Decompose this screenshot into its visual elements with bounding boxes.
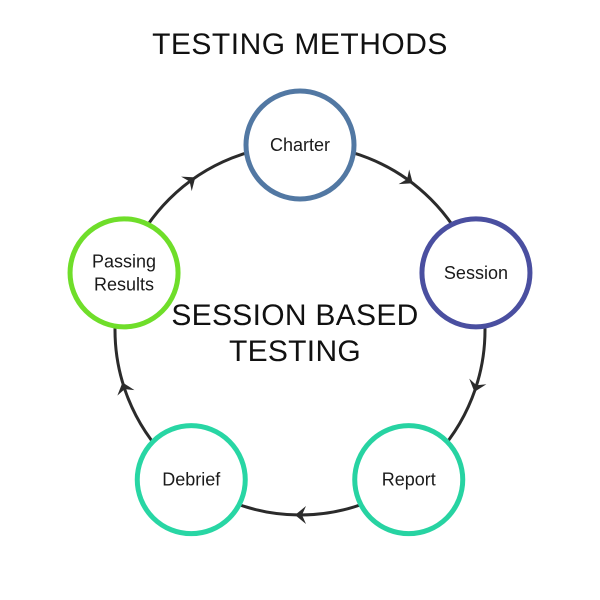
chevron-arrow-icon xyxy=(295,506,306,524)
center-label-line-2: TESTING xyxy=(228,335,362,368)
node-circle-passing-results xyxy=(67,216,181,330)
center-label-line-1: SESSION BASED xyxy=(171,299,419,332)
node-label-session: Session xyxy=(444,263,508,283)
node-session: Session xyxy=(419,216,533,330)
center-label: SESSION BASED TESTING xyxy=(150,298,440,370)
node-label-debrief: Debrief xyxy=(162,470,221,490)
node-circle-session xyxy=(419,216,533,330)
chevron-arrow-icon xyxy=(469,378,487,392)
chevron-arrow-icon xyxy=(398,169,413,185)
cycle-arrows xyxy=(117,169,487,524)
node-label-report: Report xyxy=(382,470,436,490)
diagram-title: TESTING METHODS xyxy=(152,28,448,61)
node-label-charter: Charter xyxy=(270,135,330,155)
node-report: Report xyxy=(352,423,466,537)
node-charter: Charter xyxy=(243,88,357,202)
node-circle-charter xyxy=(243,88,357,202)
chevron-arrow-icon xyxy=(117,382,135,396)
node-circle-report xyxy=(352,423,466,537)
node-circle-debrief xyxy=(134,423,248,537)
chevron-arrow-icon xyxy=(181,176,196,192)
node-label-passing-results-2: Results xyxy=(94,274,154,294)
node-debrief: Debrief xyxy=(134,423,248,537)
node-label-passing-results-1: Passing xyxy=(92,251,156,271)
